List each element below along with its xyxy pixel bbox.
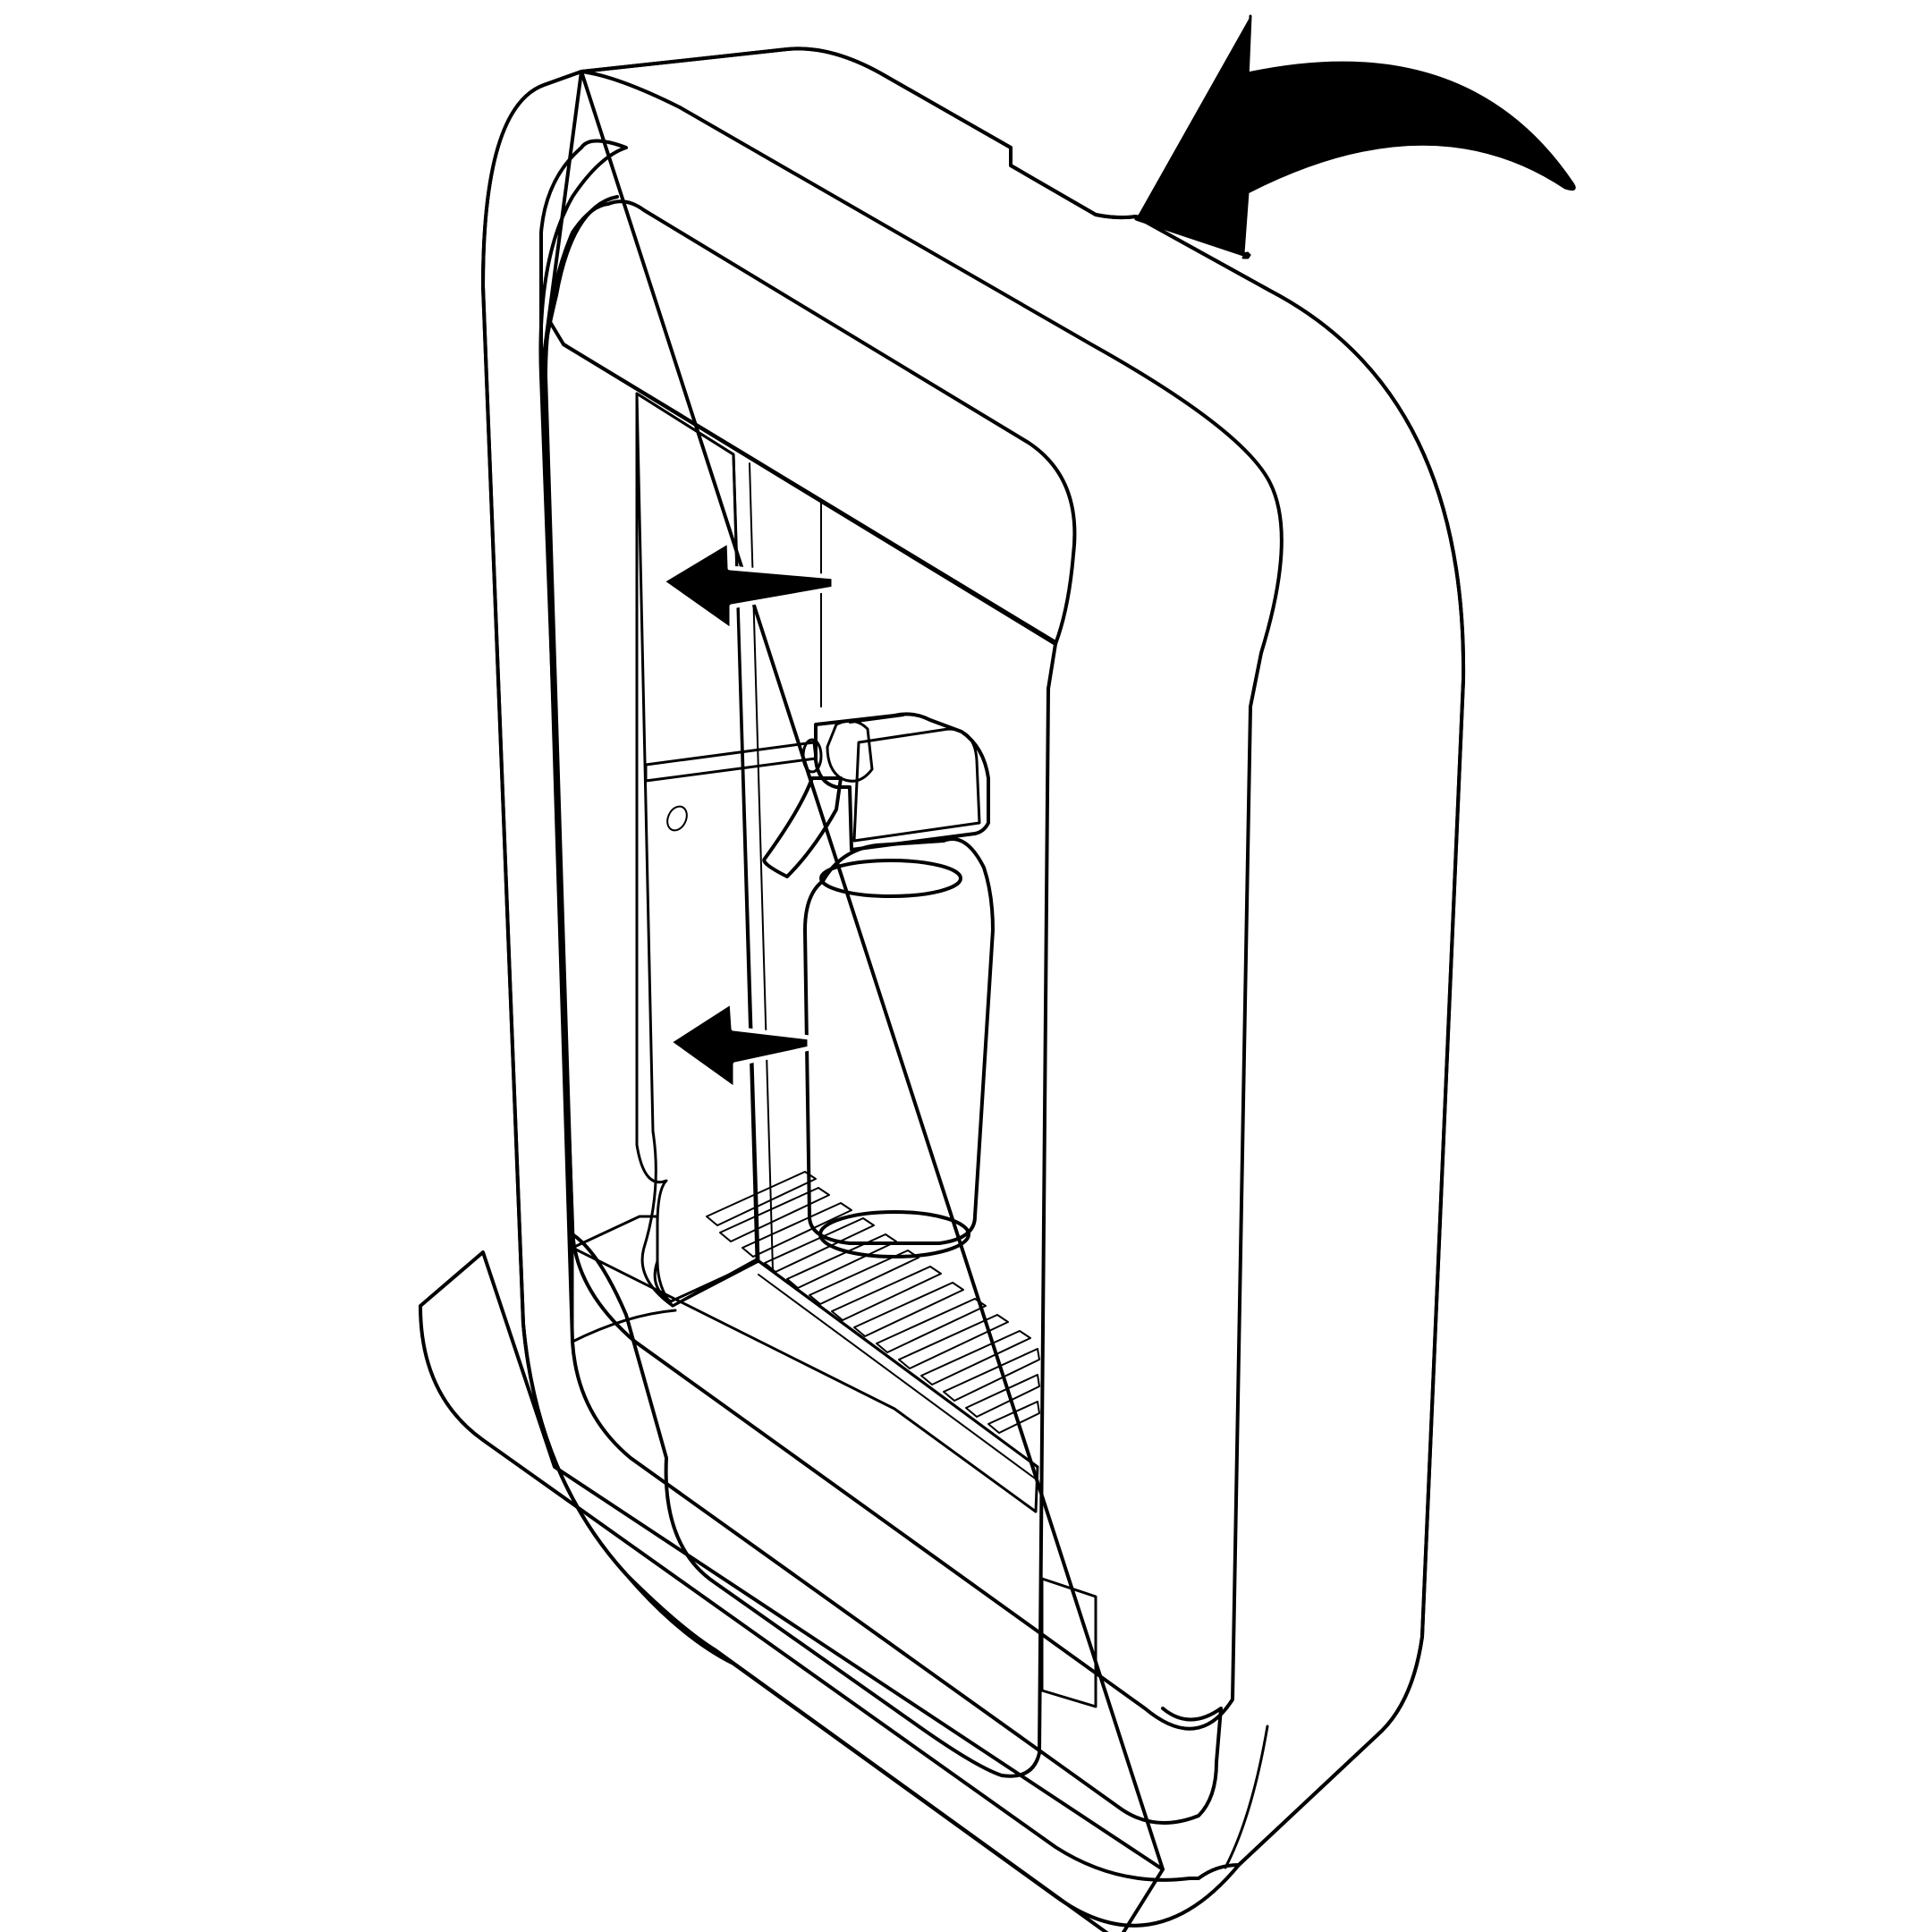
side-tab [1040, 1577, 1097, 1708]
left-arrow-icon [659, 538, 836, 633]
interior-window [544, 199, 1077, 1778]
left-arrow-icon [666, 999, 812, 1092]
drip-tray [571, 1171, 1040, 1513]
housing-body [419, 47, 1466, 1882]
front-bezel [481, 70, 1284, 1932]
blue-side-panel [635, 392, 760, 1308]
gas-cylinder [644, 712, 995, 1258]
curved-arrow-icon [1134, 14, 1576, 259]
